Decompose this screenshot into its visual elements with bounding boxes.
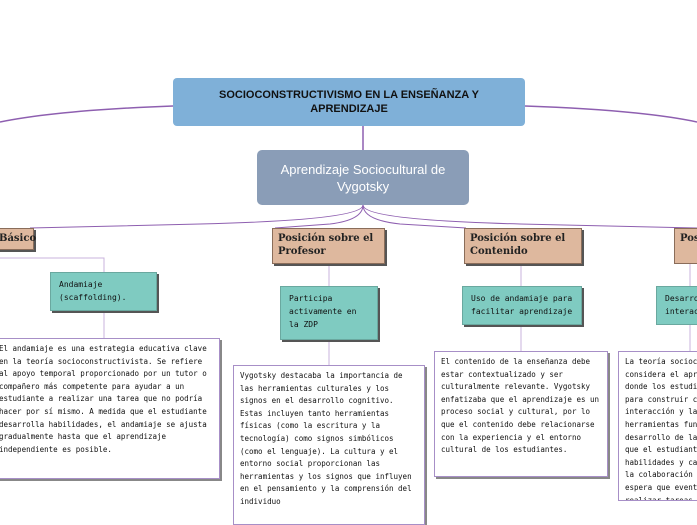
root-topic[interactable]: SOCIOCONSTRUCTIVISMO EN LA ENSEÑANZA Y A… bbox=[173, 78, 525, 126]
root-topic-title: SOCIOCONSTRUCTIVISMO EN LA ENSEÑANZA Y A… bbox=[219, 89, 479, 115]
note-profesor[interactable]: Vygotsky destacaba la importancia de las… bbox=[233, 365, 425, 525]
note-basico-text: El andamiaje es una estrategia educativa… bbox=[0, 344, 207, 454]
category-alumno-title: Posición sobre el Alumno bbox=[680, 233, 697, 244]
category-basico-title: Básico bbox=[0, 233, 37, 244]
connector-sub-profesor bbox=[274, 204, 364, 229]
detail-alumno-text: Desarrollo a través de la interacción so… bbox=[665, 294, 697, 316]
note-alumno[interactable]: La teoría socioconstructivista considera… bbox=[618, 351, 697, 501]
detail-profesor-text: Participa activamente en la ZDP bbox=[289, 294, 357, 329]
note-basico[interactable]: El andamiaje es una estrategia educativa… bbox=[0, 338, 220, 479]
detail-contenido-text: Uso de andamiaje para facilitar aprendiz… bbox=[471, 294, 573, 316]
connector-sub-basico bbox=[29, 204, 364, 229]
note-contenido-text: El contenido de la enseñanza debe estar … bbox=[441, 357, 600, 455]
category-contenido[interactable]: Posición sobre el Contenido bbox=[464, 228, 582, 264]
category-profesor-title: Posición sobre el Profesor bbox=[278, 233, 374, 257]
detail-basico[interactable]: Andamiaje (scaffolding). bbox=[50, 272, 157, 311]
subtopic-title: Aprendizaje Sociocultural de Vygotsky bbox=[280, 161, 446, 194]
category-profesor[interactable]: Posición sobre el Profesor bbox=[272, 228, 385, 264]
detail-profesor[interactable]: Participa activamente en la ZDP bbox=[280, 286, 378, 340]
note-alumno-text: La teoría socioconstructivista considera… bbox=[625, 357, 697, 501]
detail-alumno[interactable]: Desarrollo a través de la interacción so… bbox=[656, 286, 697, 325]
connector-sub-alumno bbox=[362, 204, 697, 229]
detail-contenido[interactable]: Uso de andamiaje para facilitar aprendiz… bbox=[462, 286, 582, 325]
category-basico[interactable]: Básico bbox=[0, 228, 37, 250]
category-contenido-title: Posición sobre el Contenido bbox=[470, 233, 566, 257]
note-contenido[interactable]: El contenido de la enseñanza debe estar … bbox=[434, 351, 608, 477]
note-profesor-text: Vygotsky destacaba la importancia de las… bbox=[240, 371, 412, 506]
detail-basico-text: Andamiaje (scaffolding). bbox=[59, 280, 127, 302]
subtopic-node[interactable]: Aprendizaje Sociocultural de Vygotsky bbox=[257, 150, 469, 205]
category-alumno[interactable]: Posición sobre el Alumno bbox=[674, 228, 697, 264]
connector-basico-detail bbox=[0, 257, 105, 272]
connector-root-right bbox=[524, 105, 697, 123]
connector-root-left bbox=[0, 105, 174, 123]
connector-sub-contenido bbox=[362, 204, 467, 229]
